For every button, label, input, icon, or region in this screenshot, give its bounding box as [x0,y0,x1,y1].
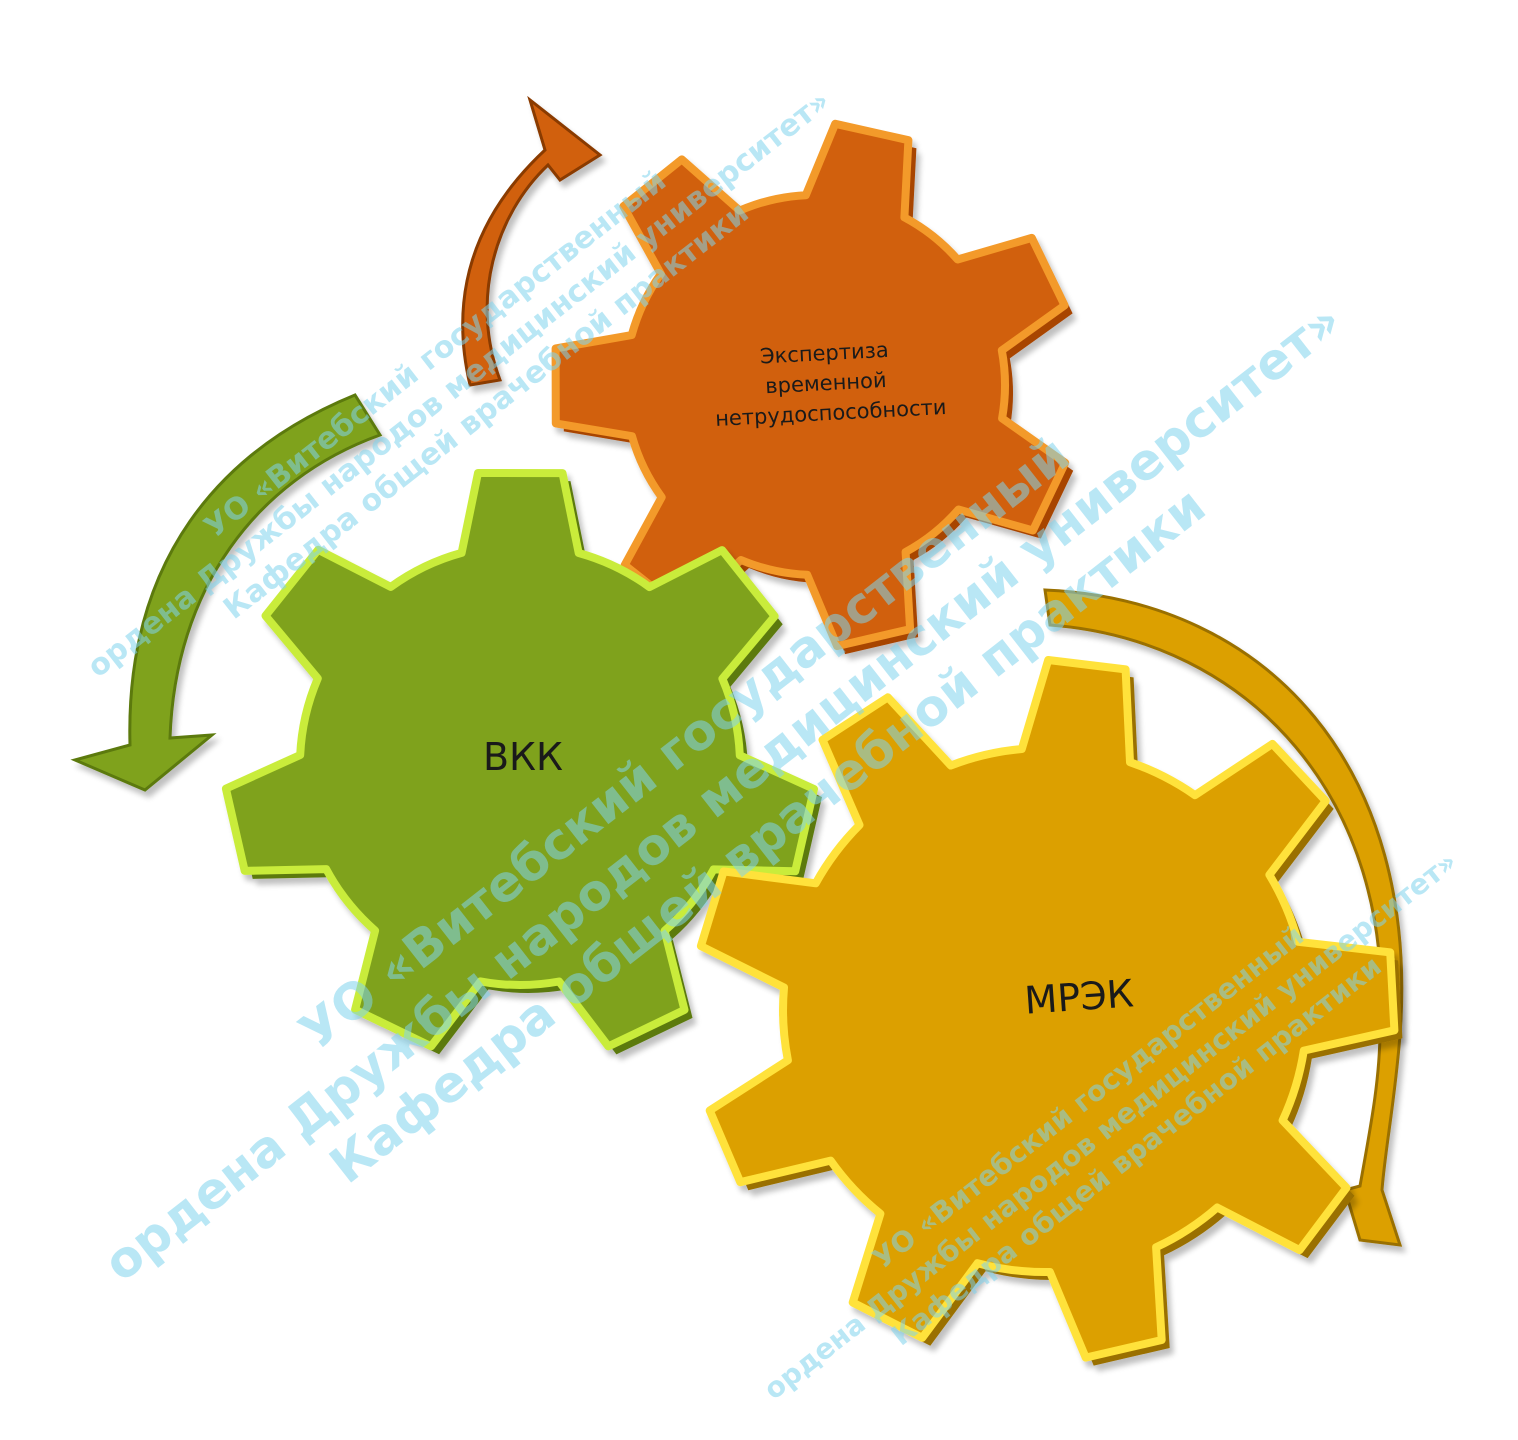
gear-gold-body [696,656,1399,1362]
gear-green-label: ВКК [483,735,563,779]
green-cycle-arrow [70,393,383,792]
gear-green-body [221,469,818,1051]
gear-green-vkk [221,469,822,1055]
gold-cycle-arrow [1043,588,1404,1247]
orange-cycle-arrow [461,95,603,387]
gear-orange-body [551,119,1070,651]
gear-gold-mrek [696,656,1403,1366]
gear-orange-temporary-disability [551,119,1074,655]
gear-gold-label: МРЭК [1023,971,1135,1023]
